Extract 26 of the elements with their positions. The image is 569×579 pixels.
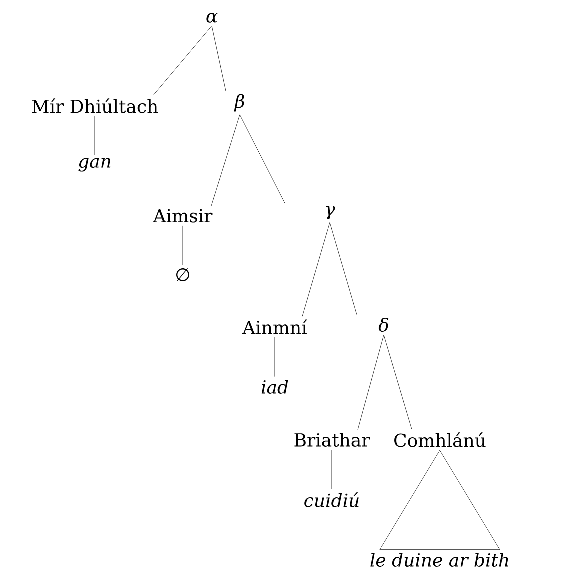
branch-line (384, 335, 412, 430)
branch-line (302, 222, 330, 317)
empty-set-symbol: ∅ (176, 268, 190, 282)
branch-line (212, 26, 226, 92)
branch-line (330, 222, 358, 315)
branch-line (211, 114, 240, 206)
category-label: β (234, 94, 244, 112)
triangle (380, 450, 500, 550)
node-label: Mír Dhiúltach (32, 98, 158, 114)
branch-line (358, 335, 384, 430)
word-label: le duine ar bith (370, 553, 508, 567)
word-label: cuidiú (304, 492, 359, 508)
branch-line (274, 337, 276, 378)
node-label: Ainmní (242, 320, 308, 334)
node-label: Comhlánú (394, 432, 486, 448)
word-label: gan (78, 158, 111, 172)
branch-line (153, 26, 212, 96)
category-label: α (206, 13, 218, 23)
node-label: Briathar (294, 433, 370, 447)
branch-line (182, 226, 184, 266)
category-label: γ (326, 206, 336, 220)
branch-line (94, 116, 96, 156)
node-label: Aimsir (153, 209, 213, 223)
category-label: δ (378, 318, 389, 332)
branch-line (240, 114, 286, 204)
word-label: iad (262, 380, 288, 394)
